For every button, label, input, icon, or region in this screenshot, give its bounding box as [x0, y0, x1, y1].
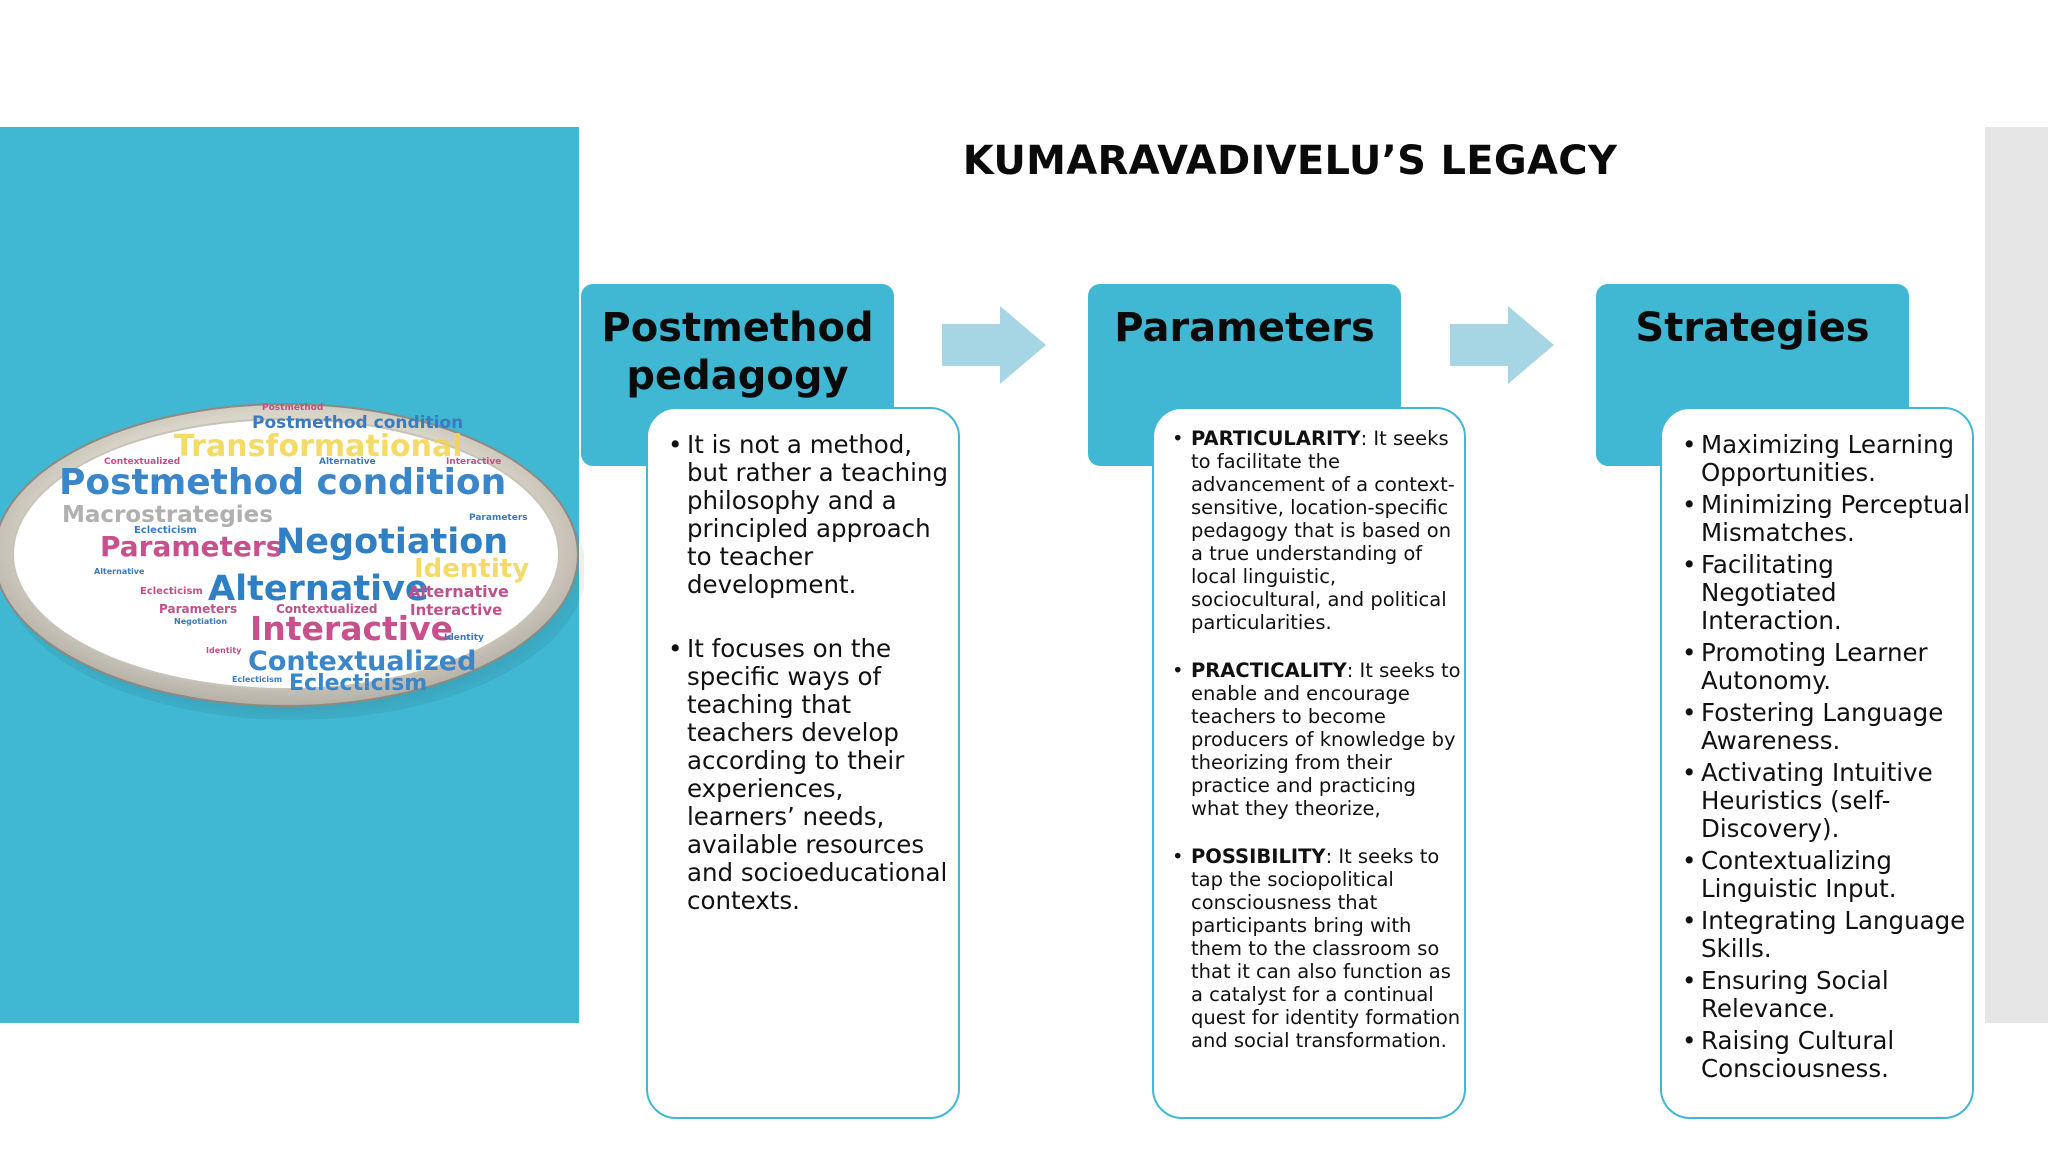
cloud-word: Eclecticism [140, 586, 203, 597]
parameter-text: : It seeks to tap the sociopolitical con… [1191, 845, 1461, 1052]
list-item: Facilitating Negotiated Interaction. [1682, 551, 1974, 635]
list-item: Contextualizing Linguistic Input. [1682, 847, 1974, 903]
stage-heading: Postmethod pedagogy [601, 305, 874, 399]
list-item: It is not a method, but rather a teachin… [668, 431, 956, 599]
parameter-term: POSSIBILITY [1191, 845, 1326, 868]
cloud-word: Identity [414, 554, 529, 584]
cloud-word: Postmethod condition [252, 413, 463, 433]
cloud-word: Macrostrategies [62, 502, 273, 528]
cloud-word: Alternative [408, 582, 509, 601]
word-cloud-image: Postmethod Postmethod condition Transfor… [0, 403, 584, 720]
list-item: PRACTICALITY: It seeks to enable and enc… [1172, 659, 1464, 820]
list-item: Activating Intuitive Heuristics (self-Di… [1682, 759, 1974, 843]
parameter-text: : It seeks to facilitate the advancement… [1191, 427, 1455, 634]
right-arrow-icon [942, 306, 1046, 384]
cloud-word: Alternative [319, 457, 376, 467]
list-item: POSSIBILITY: It seeks to tap the sociopo… [1172, 845, 1464, 1052]
list-item: Raising Cultural Consciousness. [1682, 1027, 1974, 1083]
list-item: Promoting Learner Autonomy. [1682, 639, 1974, 695]
cloud-word: Contextualized [248, 646, 476, 677]
cloud-word: Contextualized [276, 602, 378, 616]
parameter-term: PARTICULARITY [1191, 427, 1361, 450]
cloud-word: Postmethod condition [59, 462, 506, 503]
list-item: PARTICULARITY: It seeks to facilitate th… [1172, 427, 1464, 634]
cloud-word: Parameters [469, 513, 528, 523]
cloud-word: Interactive [446, 457, 501, 467]
cloud-word: Postmethod [262, 403, 323, 413]
parameter-text: : It seeks to enable and encourage teach… [1191, 659, 1461, 820]
list-item: Fostering Language Awareness. [1682, 699, 1974, 755]
stage-card-parameters: PARTICULARITY: It seeks to facilitate th… [1152, 407, 1466, 1119]
parameter-term: PRACTICALITY [1191, 659, 1347, 682]
stage-card-postmethod-pedagogy: It is not a method, but rather a teachin… [646, 407, 960, 1119]
bullet-list: Maximizing Learning Opportunities. Minim… [1682, 431, 1974, 1087]
list-item: It focuses on the specific ways of teach… [668, 635, 956, 915]
cloud-word: Identity [444, 633, 484, 643]
stage-header-strategies: Strategies [1596, 284, 1909, 466]
cloud-word: Negotiation [174, 617, 227, 626]
cloud-word: Eclecticism [134, 525, 197, 536]
slide-title: KUMARAVADIVELU’S LEGACY [962, 138, 1618, 184]
cloud-word: Alternative [208, 569, 429, 609]
bullet-list: PARTICULARITY: It seeks to facilitate th… [1172, 427, 1464, 1077]
list-item: Integrating Language Skills. [1682, 907, 1974, 963]
stage-heading: Parameters [1114, 305, 1375, 351]
list-item: Ensuring Social Relevance. [1682, 967, 1974, 1023]
cloud-word: Parameters [159, 602, 237, 616]
stage-card-strategies: Maximizing Learning Opportunities. Minim… [1660, 407, 1974, 1119]
right-arrow-icon [1450, 306, 1554, 384]
stage-heading: Strategies [1635, 305, 1870, 351]
cloud-word: Interactive [250, 609, 453, 648]
cloud-word: Transformational [174, 429, 463, 464]
bullet-list: It is not a method, but rather a teachin… [668, 431, 956, 951]
right-grey-strip [1985, 127, 2048, 1023]
cloud-word: Eclecticism [289, 671, 427, 696]
cloud-word: Contextualized [104, 457, 180, 467]
cloud-word: Parameters [100, 530, 282, 563]
cloud-word: Alternative [94, 567, 145, 576]
cloud-word: Negotiation [276, 522, 508, 562]
list-item: Maximizing Learning Opportunities. [1682, 431, 1974, 487]
cloud-word: Identity [206, 646, 242, 655]
list-item: Minimizing Perceptual Mismatches. [1682, 491, 1974, 547]
cloud-word: Eclecticism [232, 675, 282, 684]
cloud-word: Interactive [410, 601, 502, 619]
